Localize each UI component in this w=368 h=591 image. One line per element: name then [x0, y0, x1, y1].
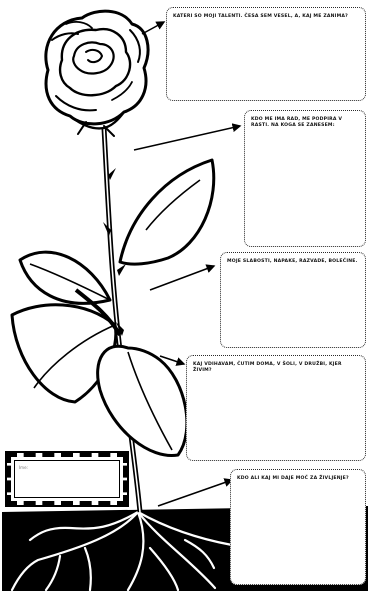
question-support: Kdo me ima rad, me podpira v rasti. Na k…	[251, 117, 343, 128]
leaves	[10, 158, 216, 458]
question-box-strength[interactable]: Kdo ali kaj mi daje moč za življenje?	[230, 469, 366, 585]
question-environment: Kaj vdihavam, čutim doma, v šoli, v druž…	[193, 362, 342, 373]
rose-flower	[44, 9, 150, 137]
question-box-environment[interactable]: Kaj vdihavam, čutim doma, v šoli, v druž…	[186, 355, 366, 461]
roots	[10, 510, 234, 591]
thorns	[103, 168, 126, 336]
name-stamp-field: Ime:	[14, 460, 120, 498]
question-talents: Kateri so moji talenti. Česa sem vesel, …	[173, 14, 348, 19]
question-weaknesses: Moje slabosti, napake, razvade, bolečine…	[227, 259, 358, 264]
name-stamp-label: Ime:	[19, 465, 28, 470]
name-stamp[interactable]: Ime:	[5, 451, 129, 507]
question-box-support[interactable]: Kdo me ima rad, me podpira v rasti. Na k…	[244, 110, 366, 247]
question-box-weaknesses[interactable]: Moje slabosti, napake, razvade, bolečine…	[220, 252, 366, 348]
arrows	[133, 21, 242, 507]
question-box-talents[interactable]: Kateri so moji talenti. Česa sem vesel, …	[166, 7, 366, 101]
question-strength: Kdo ali kaj mi daje moč za življenje?	[237, 476, 349, 481]
